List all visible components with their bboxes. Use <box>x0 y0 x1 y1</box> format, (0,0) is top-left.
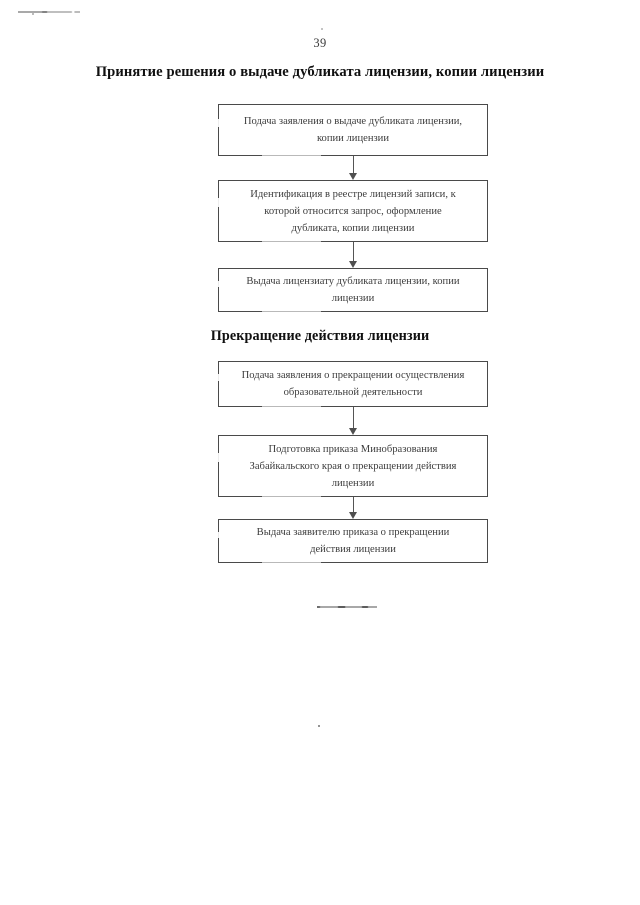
section-divider-rule <box>317 606 377 608</box>
flow-node-application-duplicate: Подача заявления о выдаче дубликата лице… <box>218 104 488 156</box>
flowchart-license-termination: Подача заявления о прекращении осуществл… <box>218 361 488 563</box>
flow-node-label: Идентификация в реестре лицензий записи,… <box>250 188 456 234</box>
flow-node-issue-order: Выдача заявителю приказа о прекращении д… <box>218 519 488 563</box>
flow-node-label: Подача заявления о выдаче дубликата лице… <box>243 116 463 144</box>
flow-arrow-down <box>218 407 488 435</box>
arrow-head-icon <box>349 428 357 435</box>
arrow-stem-icon <box>352 156 354 173</box>
scan-artifact-speck-icon <box>32 13 34 15</box>
scan-artifact-speck-top-icon <box>321 28 323 30</box>
arrow-stem-icon <box>352 497 354 512</box>
arrow-head-icon <box>349 512 357 519</box>
flow-node-label: Подготовка приказа Минобразования Забайк… <box>249 443 457 489</box>
flow-node-label: Выдача лицензиату дубликата лицензии, ко… <box>246 276 460 304</box>
scan-artifact-speck-bottom-icon <box>318 725 320 727</box>
flow-node-issue-duplicate: Выдача лицензиату дубликата лицензии, ко… <box>218 268 488 312</box>
flow-node-prepare-order: Подготовка приказа Минобразования Забайк… <box>218 435 488 497</box>
flow-arrow-down <box>218 497 488 519</box>
scan-artifact-streak-icon <box>18 11 80 13</box>
flow-arrow-down <box>218 242 488 268</box>
flow-node-label: Подача заявления о прекращении осуществл… <box>241 370 465 398</box>
flow-node-registry-identification: Идентификация в реестре лицензий записи,… <box>218 180 488 242</box>
section-heading-duplicate-license: Принятие решения о выдаче дубликата лице… <box>95 64 545 80</box>
flow-node-application-termination: Подача заявления о прекращении осуществл… <box>218 361 488 407</box>
flow-node-label: Выдача заявителю приказа о прекращении д… <box>256 527 450 555</box>
arrow-stem-icon <box>352 407 354 428</box>
arrow-head-icon <box>349 173 357 180</box>
arrow-head-icon <box>349 261 357 268</box>
arrow-stem-icon <box>352 242 354 261</box>
page-number: 39 <box>313 36 327 50</box>
flowchart-duplicate-license: Подача заявления о выдаче дубликата лице… <box>218 104 488 312</box>
section-heading-license-termination: Прекращение действия лицензии <box>210 328 430 344</box>
flow-arrow-down <box>218 156 488 180</box>
